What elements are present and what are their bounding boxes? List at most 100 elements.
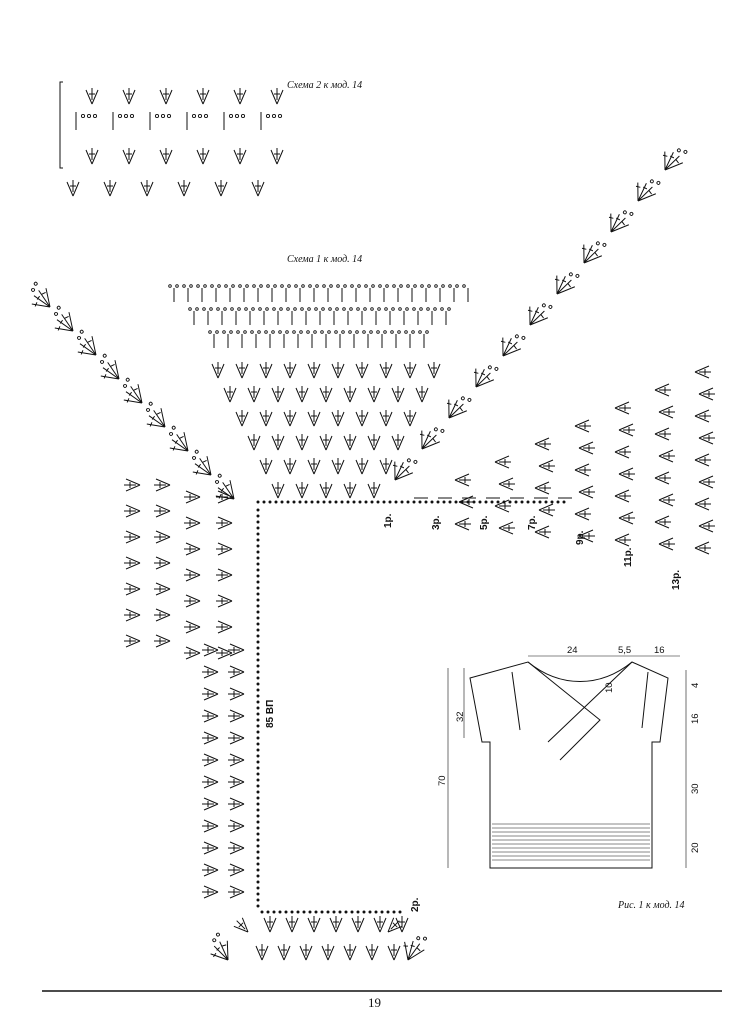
figure-1-caption: Рис. 1 к мод. 14 — [618, 900, 685, 911]
v-stitch — [124, 556, 141, 570]
v-stitch — [154, 478, 171, 492]
v-stitch — [103, 180, 117, 197]
v-stitch — [658, 405, 675, 419]
v-stitch — [618, 423, 635, 437]
shell-stitch — [215, 473, 235, 500]
v-stitch — [235, 410, 249, 427]
dim-neck-10: 10 — [604, 682, 615, 693]
scheme-2-caption: Схема 2 к мод. 14 — [287, 80, 363, 91]
row-label-1: 1р. — [383, 513, 394, 528]
shell-stitch — [31, 281, 51, 308]
v-stitch — [270, 148, 284, 165]
v-stitch — [415, 386, 429, 403]
v-stitch — [307, 916, 321, 933]
v-stitch — [614, 489, 631, 503]
v-stitch — [454, 517, 471, 531]
v-stitch — [202, 797, 219, 811]
v-stitch — [263, 916, 277, 933]
shell-stitch — [392, 458, 418, 481]
v-stitch — [534, 481, 551, 495]
shell-stitch — [54, 305, 74, 332]
v-stitch — [698, 519, 715, 533]
v-stitch — [184, 620, 201, 634]
v-stitch — [202, 643, 219, 657]
v-stitch — [494, 455, 511, 469]
v-stitch — [223, 386, 237, 403]
v-stitch — [124, 582, 141, 596]
shell-stitch — [146, 401, 166, 428]
v-stitch — [355, 410, 369, 427]
v-stitch — [331, 410, 345, 427]
v-stitch — [216, 542, 233, 556]
v-stitch — [259, 362, 273, 379]
v-stitch — [211, 362, 225, 379]
v-stitch — [403, 410, 417, 427]
v-stitch — [202, 687, 219, 701]
v-stitch — [214, 180, 228, 197]
v-stitch — [365, 944, 379, 961]
v-stitch — [307, 410, 321, 427]
v-stitch — [283, 410, 297, 427]
v-stitch — [295, 386, 309, 403]
v-stitch — [228, 863, 245, 877]
v-stitch — [140, 180, 154, 197]
v-stitch — [124, 634, 141, 648]
v-stitch — [578, 529, 595, 543]
v-stitch — [494, 499, 511, 513]
v-stitch — [124, 530, 141, 544]
v-stitch — [196, 148, 210, 165]
v-stitch — [122, 88, 136, 105]
row-label-11: 11р. — [623, 547, 634, 567]
v-stitch — [498, 521, 515, 535]
v-stitch — [367, 482, 381, 499]
v-stitch — [271, 434, 285, 451]
v-stitch — [343, 944, 357, 961]
dim-top-16: 16 — [654, 645, 665, 656]
v-stitch — [154, 504, 171, 518]
shell-stitch — [77, 329, 97, 356]
v-stitch — [295, 434, 309, 451]
v-stitch — [66, 180, 80, 197]
scheme-2-pattern — [59, 81, 284, 197]
v-stitch — [694, 409, 711, 423]
v-stitch — [387, 944, 401, 961]
v-stitch — [373, 916, 387, 933]
v-stitch — [694, 453, 711, 467]
v-stitch — [122, 148, 136, 165]
v-stitch — [307, 458, 321, 475]
v-stitch — [578, 485, 595, 499]
v-stitch — [391, 386, 405, 403]
dim-right-16: 16 — [690, 713, 701, 724]
v-stitch — [283, 458, 297, 475]
v-stitch — [694, 497, 711, 511]
shell-stitch — [210, 932, 229, 961]
v-stitch — [184, 594, 201, 608]
v-stitch — [202, 665, 219, 679]
v-stitch — [154, 556, 171, 570]
v-stitch — [184, 646, 201, 660]
shell-stitch — [192, 449, 212, 476]
v-stitch — [654, 471, 671, 485]
v-stitch — [228, 797, 245, 811]
v-stitch — [247, 434, 261, 451]
v-stitch — [285, 916, 299, 933]
v-stitch — [427, 362, 441, 379]
v-stitch — [271, 386, 285, 403]
v-stitch — [228, 665, 245, 679]
v-stitch — [202, 841, 219, 855]
v-stitch — [329, 916, 343, 933]
row-label-9: 9р. — [575, 530, 586, 545]
right-side-fan — [392, 148, 715, 555]
v-stitch — [295, 482, 309, 499]
v-stitch — [228, 775, 245, 789]
shell-stitch — [635, 179, 661, 202]
v-stitch — [395, 916, 409, 933]
v-stitch — [283, 362, 297, 379]
v-stitch — [228, 753, 245, 767]
v-stitch — [154, 634, 171, 648]
v-stitch — [228, 819, 245, 833]
v-stitch — [614, 445, 631, 459]
v-stitch — [379, 362, 393, 379]
shell-stitch — [419, 427, 445, 450]
